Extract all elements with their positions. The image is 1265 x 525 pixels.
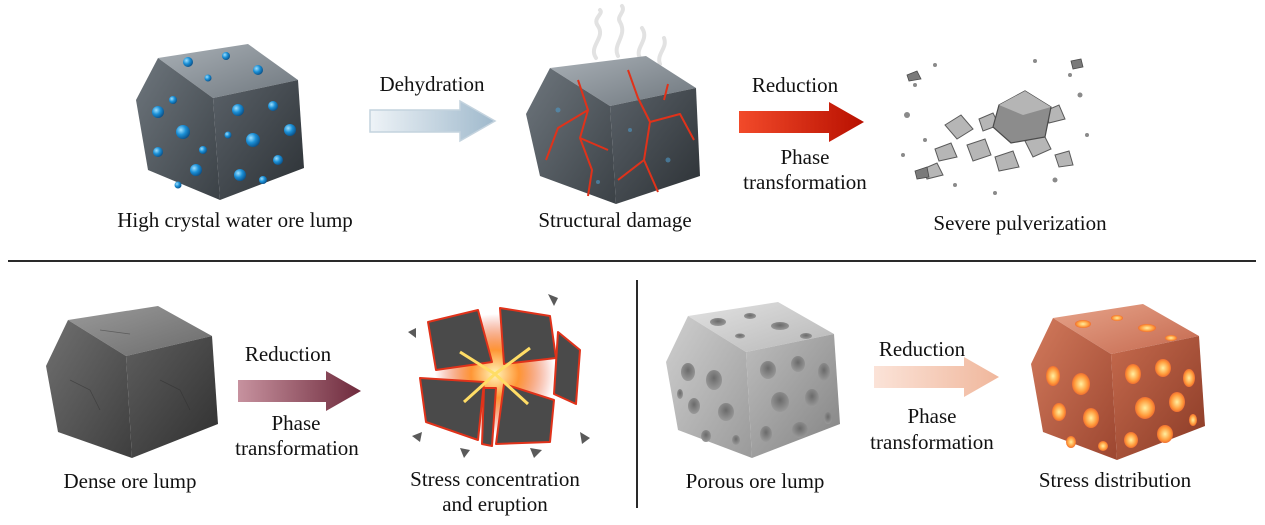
stage-caption-stress-concentration: Stress concentration	[410, 467, 580, 491]
porous-ore-lump-illustration	[666, 302, 840, 458]
stage-caption-structural-damage: Structural damage	[538, 208, 692, 232]
arrow-label-phase-top: Phase	[780, 145, 830, 169]
arrow-label-reduction-top: Reduction	[751, 73, 839, 97]
stage-caption-severe-pulverization: Severe pulverization	[933, 211, 1107, 235]
stage-caption-dense-ore: Dense ore lump	[63, 469, 197, 493]
dense-ore-lump-illustration	[46, 306, 218, 458]
arrow-label-reduction-porous: Reduction	[878, 337, 966, 361]
stress-distributed-ore-illustration	[1031, 304, 1205, 460]
stage-caption-water-ore: High crystal water ore lump	[117, 208, 353, 232]
reduction-arrow-top	[739, 102, 864, 142]
horizontal-divider	[8, 260, 1256, 262]
arrow-label-transformation-top: transformation	[743, 170, 867, 194]
reduction-arrow-porous	[874, 357, 999, 397]
arrow-label-transformation-dense: transformation	[235, 436, 359, 460]
dehydration-arrow	[369, 99, 497, 143]
vertical-divider	[636, 280, 638, 508]
stage-caption-porous-ore: Porous ore lump	[685, 469, 825, 493]
erupting-ore-lump-illustration	[408, 294, 590, 458]
stage-caption-eruption: and eruption	[442, 492, 548, 516]
pulverized-ore-illustration	[901, 58, 1089, 195]
stage-caption-stress-distribution: Stress distribution	[1038, 468, 1192, 492]
damaged-ore-lump-illustration	[526, 4, 700, 204]
arrow-label-transformation-porous: transformation	[870, 430, 994, 454]
arrow-label-dehydration: Dehydration	[379, 72, 485, 96]
arrow-label-phase-dense: Phase	[271, 411, 321, 435]
arrow-label-phase-porous: Phase	[907, 404, 957, 428]
water-ore-lump-illustration	[136, 44, 304, 200]
arrow-label-reduction-dense: Reduction	[244, 342, 332, 366]
reduction-arrow-dense	[238, 371, 361, 411]
